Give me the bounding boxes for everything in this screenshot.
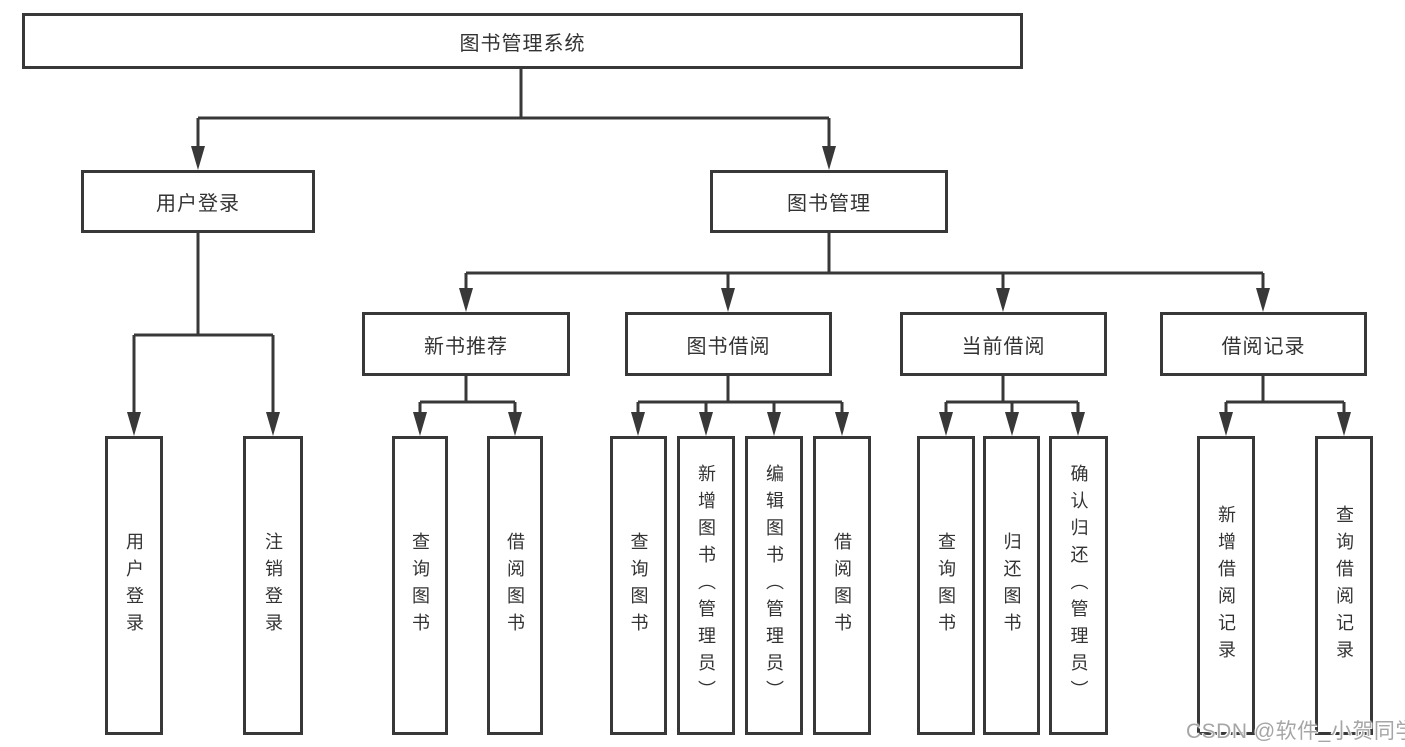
node-label: 注销登录 xyxy=(263,531,283,640)
leaf-edit-books-admin: 编辑图书（管理员） xyxy=(745,436,803,735)
csdn-watermark: CSDN @软件_小贺同学 xyxy=(1186,720,1405,743)
leaf-user-login: 用户登录 xyxy=(105,436,163,735)
node-label: 新增借阅记录 xyxy=(1216,504,1236,667)
leaf-logout: 注销登录 xyxy=(243,436,303,735)
node-label: 借阅图书 xyxy=(505,531,525,640)
node-label: 图书管理 xyxy=(787,193,871,215)
node-label: 新增图书（管理员） xyxy=(696,464,716,707)
leaf-query-books-3: 查询图书 xyxy=(917,436,975,735)
node-label: 查询图书 xyxy=(628,531,649,640)
node-new-book-recommendation: 新书推荐 xyxy=(362,312,570,376)
node-label: 图书管理系统 xyxy=(459,32,586,55)
node-root-library-system: 图书管理系统 xyxy=(22,13,1023,69)
node-user-login: 用户登录 xyxy=(81,170,315,233)
node-label: 确认归还（管理员） xyxy=(1068,464,1089,707)
leaf-borrow-books-2: 借阅图书 xyxy=(813,436,871,735)
leaf-query-borrow-record: 查询借阅记录 xyxy=(1315,436,1373,735)
node-label: 借阅图书 xyxy=(832,531,852,640)
leaf-query-books-1: 查询图书 xyxy=(392,436,448,735)
node-current-borrowing: 当前借阅 xyxy=(900,312,1107,376)
node-label: 新书推荐 xyxy=(424,335,508,358)
node-label: 图书借阅 xyxy=(686,335,771,358)
leaf-add-borrow-record: 新增借阅记录 xyxy=(1197,436,1255,735)
leaf-query-books-2: 查询图书 xyxy=(610,436,667,735)
leaf-borrow-books-1: 借阅图书 xyxy=(487,436,543,735)
leaf-add-books-admin: 新增图书（管理员） xyxy=(677,436,735,735)
node-label: 查询图书 xyxy=(936,531,956,640)
node-label: 当前借阅 xyxy=(961,335,1046,358)
node-label: 归还图书 xyxy=(1001,531,1022,640)
node-book-borrowing: 图书借阅 xyxy=(625,312,832,376)
node-label: 查询图书 xyxy=(410,531,430,640)
node-label: 编辑图书（管理员） xyxy=(764,464,784,707)
node-label: 查询借阅记录 xyxy=(1334,504,1354,667)
node-label: 借阅记录 xyxy=(1221,335,1306,358)
leaf-confirm-return-admin: 确认归还（管理员） xyxy=(1049,436,1108,735)
node-label: 用户登录 xyxy=(124,531,144,640)
node-book-management: 图书管理 xyxy=(710,170,948,233)
node-label: 用户登录 xyxy=(156,193,240,215)
node-borrowing-records: 借阅记录 xyxy=(1160,312,1367,376)
leaf-return-books: 归还图书 xyxy=(983,436,1040,735)
